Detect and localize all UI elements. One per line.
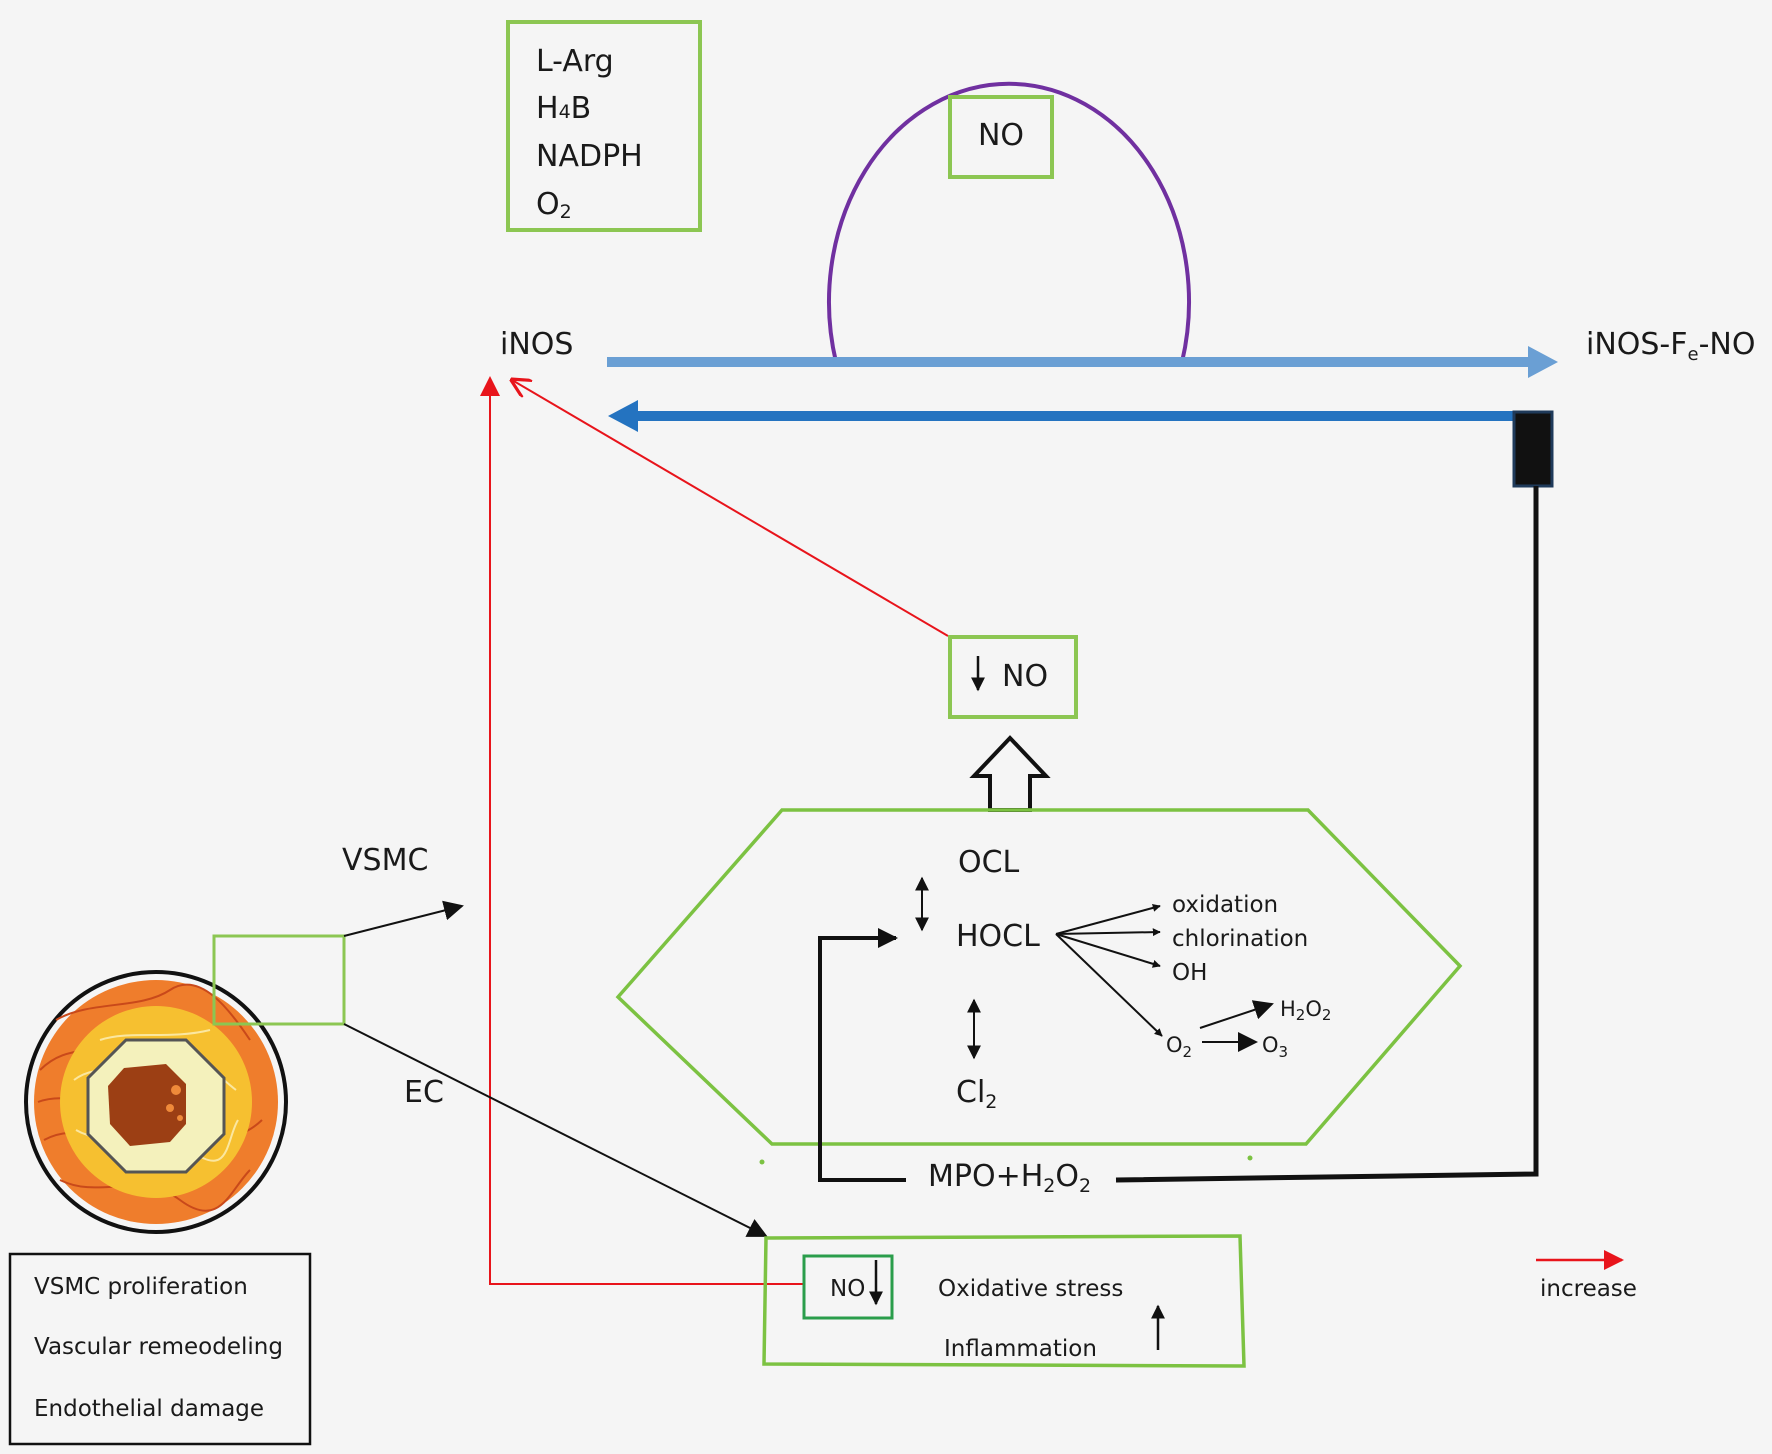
ec-label: EC	[404, 1075, 444, 1110]
cl2-label: Cl2	[956, 1075, 997, 1113]
ocl-label: OCL	[958, 845, 1020, 880]
cofactor-nadph: NADPH	[536, 139, 643, 174]
legend: increase	[1536, 1250, 1637, 1302]
oxidative-stress-label: Oxidative stress	[938, 1276, 1123, 1302]
mpo-to-inhibitor-line	[1115, 486, 1539, 1183]
arrow-to-o2	[1055, 933, 1163, 1037]
chlorination-label: chlorination	[1172, 926, 1308, 952]
inhibitor-block	[1512, 410, 1554, 488]
no-top-box: NO	[948, 95, 1054, 179]
red-arrow-effects-to-inos	[480, 376, 804, 1285]
hocl-label: HOCL	[956, 919, 1040, 954]
legend-increase-label: increase	[1540, 1276, 1637, 1302]
cofactor-h4b: H4B	[536, 91, 591, 126]
cofactor-o2: O2	[536, 187, 572, 223]
outcome-vascular-remodeling: Vascular remeodeling	[34, 1334, 283, 1360]
effects-no-label: NO	[830, 1276, 865, 1302]
decreased-no-box: NO	[948, 635, 1078, 719]
ec-arrow	[343, 1023, 768, 1237]
hypochlorous-hexagon	[615, 808, 1463, 1146]
mpo-h2o2-label: MPO+H2O2	[928, 1159, 1091, 1197]
arrow-to-oh	[1055, 933, 1161, 968]
hexagon-dot-right	[1247, 1155, 1253, 1161]
no-top-label: NO	[978, 118, 1024, 153]
no-loop-arc	[827, 81, 1191, 363]
vsmc-label: VSMC	[342, 843, 428, 878]
h2o2-label: H2O2	[1280, 997, 1331, 1024]
reverse-blue-arrow	[608, 400, 1552, 432]
o2-label: O2	[1166, 1033, 1192, 1061]
inos-fe-no-label: iNOS-Fe-NO	[1586, 327, 1755, 365]
hollow-up-arrow-icon	[969, 735, 1051, 812]
vessel-wall-zoom-box	[212, 934, 346, 1026]
decreased-no-label: NO	[1002, 659, 1048, 694]
cofactor-box: L-Arg H4B NADPH O2	[506, 20, 702, 232]
arrow-to-chlorination	[1055, 928, 1161, 937]
red-arrow-no-to-inos	[512, 380, 949, 637]
arrow-to-h2o2	[1199, 1000, 1274, 1029]
arrow-to-oxidation	[1055, 904, 1161, 935]
hexagon-dot-left	[759, 1159, 765, 1165]
outcome-endothelial-damage: Endothelial damage	[34, 1396, 264, 1422]
effects-box: NO Oxidative stress Inflammation	[762, 1234, 1246, 1368]
forward-blue-arrow	[607, 346, 1558, 378]
effects-no-box	[802, 1254, 894, 1320]
outcome-vsmc-proliferation: VSMC proliferation	[34, 1274, 248, 1300]
vessel-cross-section-icon	[24, 970, 288, 1234]
inflammation-label: Inflammation	[944, 1336, 1097, 1362]
outcomes-box: VSMC proliferation Vascular remeodeling …	[8, 1252, 312, 1446]
oh-label: OH	[1172, 960, 1207, 986]
oxidation-label: oxidation	[1172, 892, 1278, 918]
cofactor-l-arg: L-Arg	[536, 44, 614, 79]
vsmc-arrow	[343, 900, 464, 937]
inos-label: iNOS	[500, 327, 573, 362]
o3-label: O3	[1262, 1033, 1288, 1061]
mpo-to-hocl-arrow	[818, 928, 906, 1182]
